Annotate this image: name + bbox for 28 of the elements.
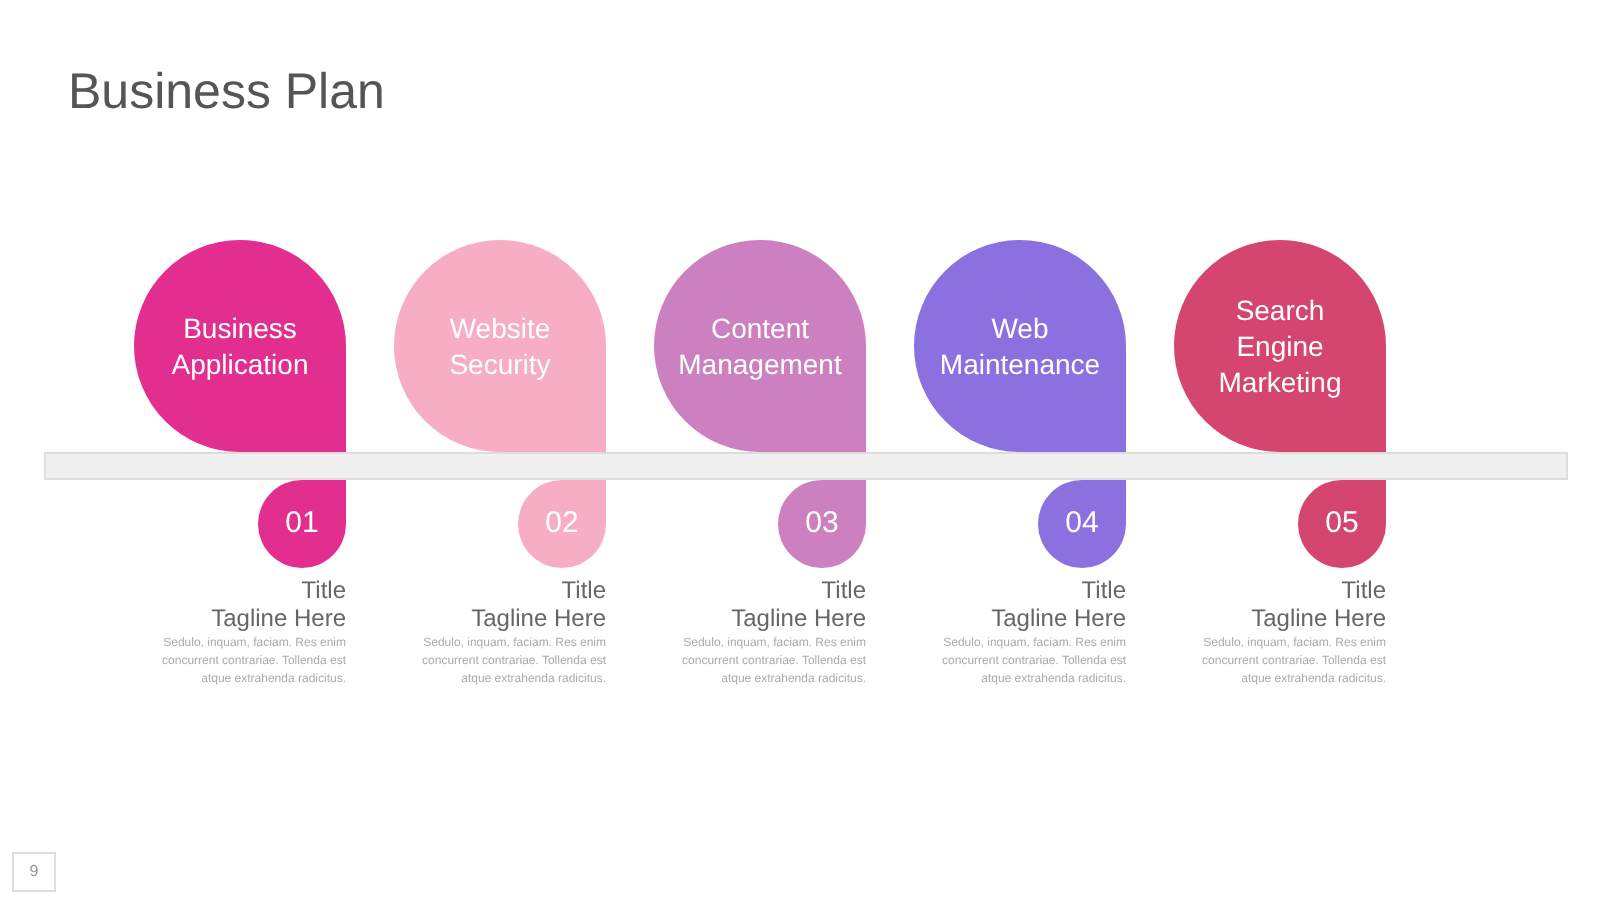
slide-title: Business Plan [68, 62, 385, 124]
step-heading: Search Engine Marketing [1216, 292, 1344, 400]
step-title: Title [821, 576, 866, 604]
step-title: Tagline Here [1251, 604, 1386, 632]
step-title: Title [1081, 576, 1126, 604]
number-teardrop [258, 480, 346, 568]
step-heading: Web Maintenance [937, 310, 1103, 382]
number-teardrop [1038, 480, 1126, 568]
step-number: 04 [1065, 503, 1099, 544]
step-title: Title [301, 576, 346, 604]
step-title: Tagline Here [471, 604, 606, 632]
step-title: Tagline Here [731, 604, 866, 632]
number-teardrop [1298, 480, 1386, 568]
step-title: Tagline Here [991, 604, 1126, 632]
page-number: 9 [12, 852, 56, 892]
step-title: Title [1341, 576, 1386, 604]
step-title: Tagline Here [211, 604, 346, 632]
step-heading: Content Management [676, 310, 844, 382]
step-heading: Website Security [447, 310, 553, 382]
step-heading: Business Application [169, 310, 311, 382]
timeline-bar [44, 452, 1568, 480]
number-teardrop [518, 480, 606, 568]
step-number: 03 [805, 503, 839, 544]
number-teardrop [778, 480, 866, 568]
step-title: Title [561, 576, 606, 604]
step-number: 01 [285, 503, 319, 544]
step-number: 05 [1325, 503, 1359, 544]
step-number: 02 [545, 503, 579, 544]
